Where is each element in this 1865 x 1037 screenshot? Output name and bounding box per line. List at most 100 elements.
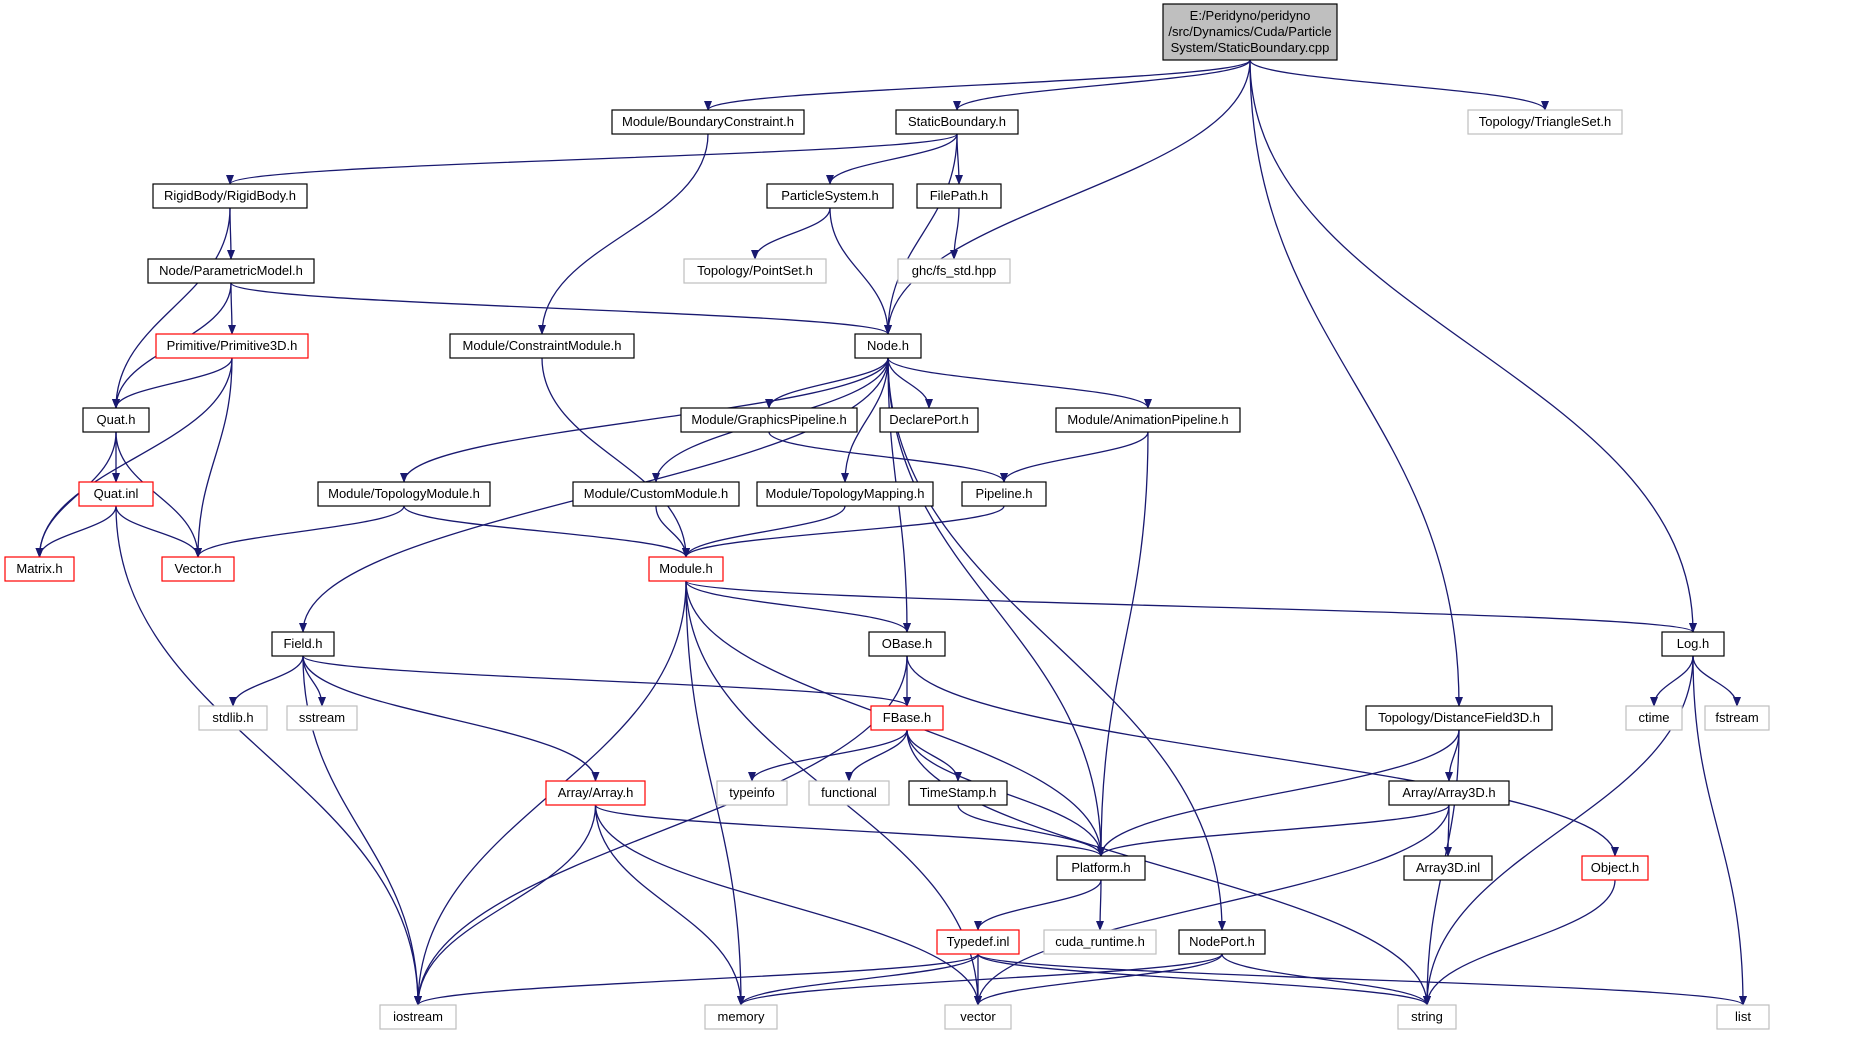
node-box-custommodule xyxy=(572,481,740,507)
edge-root-to-triangleset xyxy=(1249,59,1549,111)
node-label-module: Module.h xyxy=(659,561,712,576)
edge-array-to-memory xyxy=(594,804,745,1006)
node-boundaryconstraint[interactable]: Module/BoundaryConstraint.h xyxy=(611,109,805,135)
node-quatinl[interactable]: Quat.inl xyxy=(78,481,154,507)
node-label-topologymodule: Module/TopologyModule.h xyxy=(328,486,480,501)
edge-particlesystem-to-node xyxy=(829,207,892,335)
edge-log-to-list xyxy=(1692,655,1747,1006)
node-nodeport[interactable]: NodePort.h xyxy=(1178,929,1266,955)
node-box-animationpipeline xyxy=(1055,407,1241,433)
node-filepath[interactable]: FilePath.h xyxy=(916,183,1002,209)
node-log[interactable]: Log.h xyxy=(1661,631,1725,657)
node-rigidbody[interactable]: RigidBody/RigidBody.h xyxy=(152,183,308,209)
node-label-fsstd: ghc/fs_std.hpp xyxy=(912,263,997,278)
node-label-pipeline: Pipeline.h xyxy=(975,486,1032,501)
node-label-field: Field.h xyxy=(283,636,322,651)
edge-field-to-fbase xyxy=(302,655,911,707)
edge-quatinl-to-iostream xyxy=(115,505,422,1006)
node-box-vector_h xyxy=(161,556,235,582)
node-topologymodule[interactable]: Module/TopologyModule.h xyxy=(317,481,491,507)
node-box-obase xyxy=(868,631,946,657)
node-module[interactable]: Module.h xyxy=(648,556,724,582)
node-list: list xyxy=(1716,1004,1770,1030)
node-platform[interactable]: Platform.h xyxy=(1056,855,1146,881)
node-obase[interactable]: OBase.h xyxy=(868,631,946,657)
node-distancefield3d[interactable]: Topology/DistanceField3D.h xyxy=(1365,705,1553,731)
node-topologymapping[interactable]: Module/TopologyMapping.h xyxy=(756,481,934,507)
node-typedefinl[interactable]: Typedef.inl xyxy=(936,929,1020,955)
edge-nodeport-to-memory xyxy=(737,953,1223,1006)
node-declareport[interactable]: DeclarePort.h xyxy=(879,407,979,433)
node-animationpipeline[interactable]: Module/AnimationPipeline.h xyxy=(1055,407,1241,433)
edge-parametricmodel-to-node xyxy=(230,282,892,335)
node-label-object: Object.h xyxy=(1591,860,1639,875)
node-box-staticboundary xyxy=(895,109,1019,135)
edge-root-to-log xyxy=(1249,59,1697,633)
node-box-array3d xyxy=(1388,780,1510,806)
edge-platform-to-typedefinl xyxy=(974,879,1102,931)
node-label-staticboundary: StaticBoundary.h xyxy=(908,114,1006,129)
node-fbase[interactable]: FBase.h xyxy=(870,705,944,731)
node-box-triangleset xyxy=(1467,109,1623,135)
node-label-filepath: FilePath.h xyxy=(930,188,989,203)
node-constraintmodule[interactable]: Module/ConstraintModule.h xyxy=(449,333,635,359)
node-box-typeinfo xyxy=(716,780,788,806)
node-label-nodeport: NodePort.h xyxy=(1189,934,1255,949)
node-box-functional xyxy=(808,780,890,806)
node-box-topologymodule xyxy=(317,481,491,507)
edge-parametricmodel-to-primitive3d xyxy=(227,282,236,335)
node-vector_h[interactable]: Vector.h xyxy=(161,556,235,582)
node-root[interactable]: E:/Peridyno/peridyno/src/Dynamics/Cuda/P… xyxy=(1162,3,1338,61)
node-label-animationpipeline: Module/AnimationPipeline.h xyxy=(1067,412,1228,427)
edge-staticboundary-to-node xyxy=(884,133,958,335)
node-staticboundary[interactable]: StaticBoundary.h xyxy=(895,109,1019,135)
edge-array-to-iostream xyxy=(414,804,597,1006)
node-pipeline[interactable]: Pipeline.h xyxy=(961,481,1047,507)
node-particlesystem[interactable]: ParticleSystem.h xyxy=(766,183,894,209)
node-box-timestamp xyxy=(908,780,1008,806)
node-array3dinl[interactable]: Array3D.inl xyxy=(1403,855,1493,881)
node-label-typedefinl: Typedef.inl xyxy=(947,934,1010,949)
edge-animationpipeline-to-pipeline xyxy=(1000,431,1149,483)
node-node[interactable]: Node.h xyxy=(854,333,922,359)
node-label-timestamp: TimeStamp.h xyxy=(920,785,997,800)
node-parametricmodel[interactable]: Node/ParametricModel.h xyxy=(147,258,315,284)
node-array3d[interactable]: Array/Array3D.h xyxy=(1388,780,1510,806)
node-stdlib: stdlib.h xyxy=(198,705,268,731)
node-graphicspipeline[interactable]: Module/GraphicsPipeline.h xyxy=(680,407,858,433)
node-label-string: string xyxy=(1411,1009,1443,1024)
node-box-stdlib xyxy=(198,705,268,731)
node-timestamp[interactable]: TimeStamp.h xyxy=(908,780,1008,806)
node-label-custommodule: Module/CustomModule.h xyxy=(584,486,729,501)
node-typeinfo: typeinfo xyxy=(716,780,788,806)
edge-node-to-platform xyxy=(887,357,1105,857)
edge-array-to-platform xyxy=(594,804,1105,857)
node-array[interactable]: Array/Array.h xyxy=(545,780,646,806)
node-label-root: System/StaticBoundary.cpp xyxy=(1171,40,1330,55)
edge-field-to-stdlib xyxy=(229,655,304,707)
node-box-fbase xyxy=(870,705,944,731)
node-box-parametricmodel xyxy=(147,258,315,284)
edge-module-to-obase xyxy=(685,580,911,633)
node-quat[interactable]: Quat.h xyxy=(82,407,150,433)
edge-quat-to-matrix xyxy=(35,431,117,558)
node-object[interactable]: Object.h xyxy=(1581,855,1649,881)
node-ctime: ctime xyxy=(1625,705,1683,731)
node-box-ctime xyxy=(1625,705,1683,731)
node-matrix[interactable]: Matrix.h xyxy=(4,556,75,582)
node-box-matrix xyxy=(4,556,75,582)
node-label-array3dinl: Array3D.inl xyxy=(1416,860,1480,875)
node-label-array3d: Array/Array3D.h xyxy=(1402,785,1495,800)
node-label-primitive3d: Primitive/Primitive3D.h xyxy=(167,338,298,353)
node-box-typedefinl xyxy=(936,929,1020,955)
node-label-vector_h: Vector.h xyxy=(175,561,222,576)
edge-object-to-string xyxy=(1423,879,1616,1006)
node-label-array: Array/Array.h xyxy=(558,785,634,800)
edge-graphicspipeline-to-pipeline xyxy=(768,431,1008,483)
node-primitive3d[interactable]: Primitive/Primitive3D.h xyxy=(155,333,309,359)
node-custommodule[interactable]: Module/CustomModule.h xyxy=(572,481,740,507)
node-label-topologymapping: Module/TopologyMapping.h xyxy=(766,486,925,501)
node-field[interactable]: Field.h xyxy=(271,631,335,657)
edge-distancefield3d-to-platform xyxy=(1097,729,1460,857)
edge-log-to-ctime xyxy=(1650,655,1694,707)
